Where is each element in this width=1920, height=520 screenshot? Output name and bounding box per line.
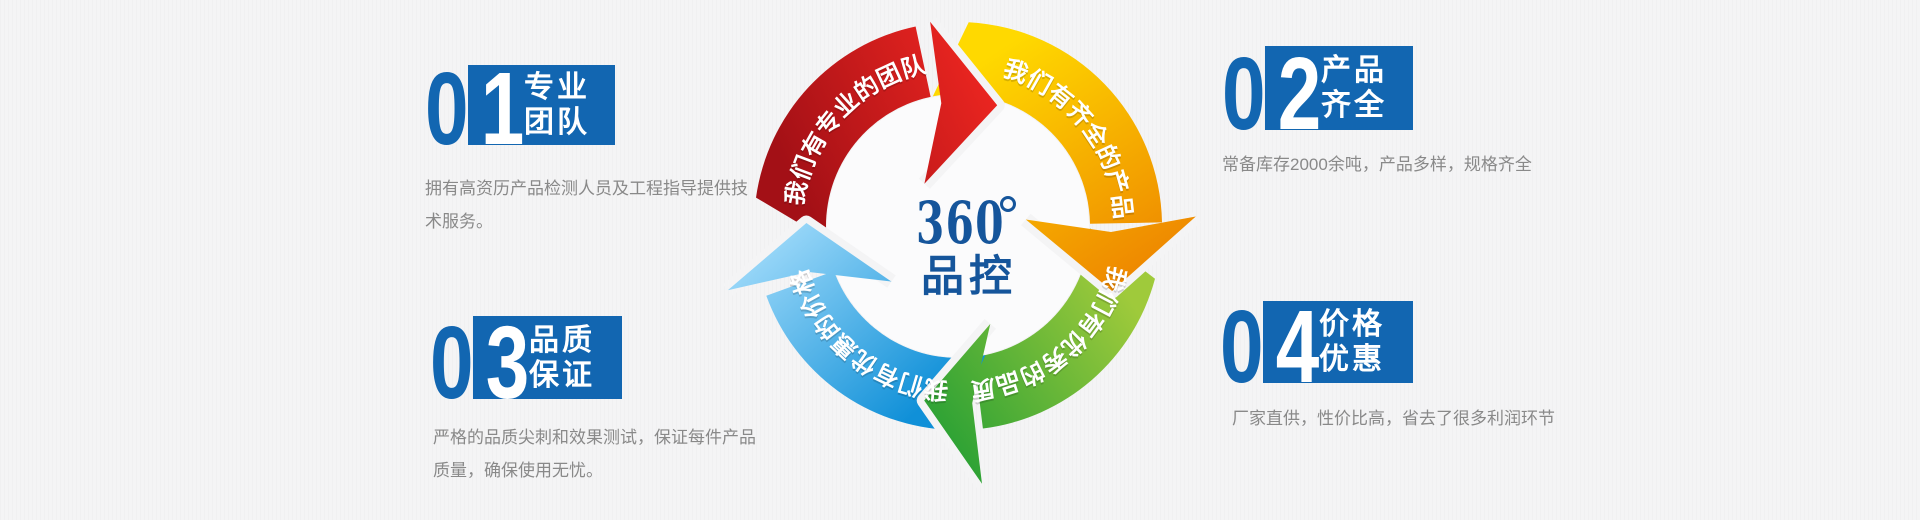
feature-number-04: 04 <box>1220 289 1332 404</box>
feature-box-03: 03 品质保证 <box>430 311 622 414</box>
diagram-center-degree: 360 <box>916 189 1005 257</box>
cycle-arrow-head-price <box>727 223 892 291</box>
degree-symbol-icon <box>1000 196 1016 212</box>
diagram-center-disc <box>827 95 1089 357</box>
feature-box-04: 04 价格优惠 <box>1220 295 1413 398</box>
cycle-arrow-head-quality <box>924 323 991 484</box>
cycle-arrow-head-products <box>1025 216 1196 291</box>
cycle-arrow-band-team <box>756 26 931 240</box>
feature-title-02: 产品齐全 <box>1321 54 1387 122</box>
feature-number-03: 03 <box>430 305 542 420</box>
feature-box-02: 02 产品齐全 <box>1222 42 1413 145</box>
feature-description-04: 厂家直供，性价比高，省去了很多利润环节 <box>1232 409 1555 428</box>
feature-title-01: 专业团队 <box>524 71 590 139</box>
feature-description-03: 严格的品质尖刺和效果测试，保证每件产品质量，确保使用无忧。 <box>433 428 756 480</box>
diagram-center-label: 品控 <box>921 253 1017 301</box>
cycle-arrow-band-products <box>932 22 1162 224</box>
feature-title-04: 价格优惠 <box>1319 308 1385 376</box>
cycle-arrow-head-team <box>924 21 998 184</box>
feature-box-01: 01 专业团队 <box>425 57 615 160</box>
feature-description-02: 常备库存2000余吨，产品多样，规格齐全 <box>1222 155 1532 174</box>
feature-title-03: 品质保证 <box>529 323 595 392</box>
feature-number-01: 01 <box>425 51 537 166</box>
feature-number-02: 02 <box>1222 36 1334 151</box>
feature-description-01: 拥有高资历产品检测人员及工程指导提供技术服务。 <box>425 179 748 231</box>
